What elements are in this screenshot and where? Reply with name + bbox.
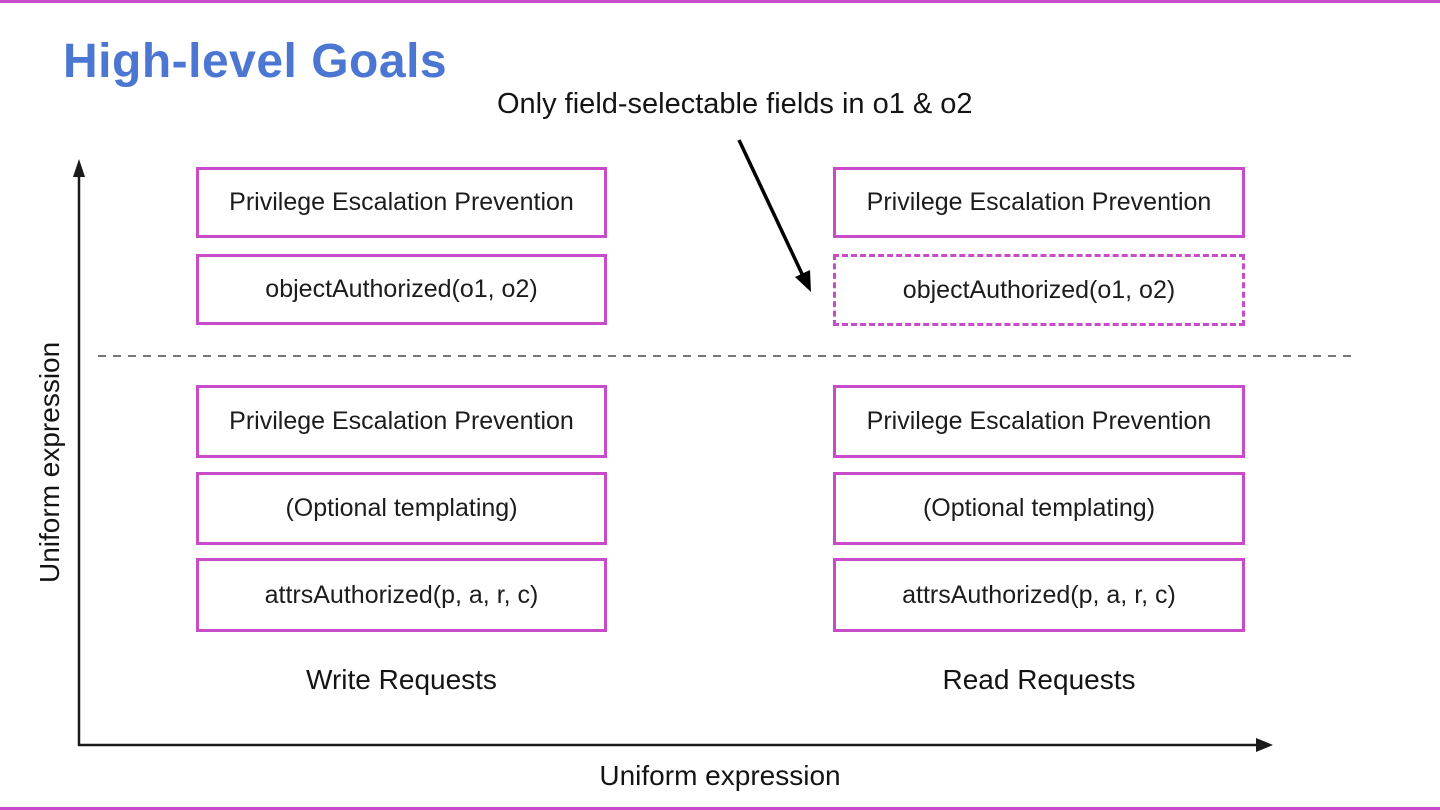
annotation-arrow-line xyxy=(737,139,805,277)
y-axis-arrowhead-icon xyxy=(73,159,85,177)
box-label: (Optional templating) xyxy=(285,494,518,522)
read-top-box-object-authorized-dashed: objectAuthorized(o1, o2) xyxy=(833,254,1245,326)
x-axis-label: Uniform expression xyxy=(599,760,841,791)
box-label: attrsAuthorized(p, a, r, c) xyxy=(902,580,1176,609)
write-bottom-box-privilege-escalation: Privilege Escalation Prevention xyxy=(196,385,607,458)
read-bottom-box-privilege-escalation: Privilege Escalation Prevention xyxy=(833,385,1245,458)
read-top-box-privilege-escalation: Privilege Escalation Prevention xyxy=(833,167,1245,238)
box-label: Privilege Escalation Prevention xyxy=(229,407,574,435)
write-requests-label: Write Requests xyxy=(306,664,497,695)
slide-top-accent-bar xyxy=(0,0,1440,3)
page-title: High-level Goals xyxy=(63,35,448,88)
box-label: objectAuthorized(o1, o2) xyxy=(265,275,538,303)
read-requests-label: Read Requests xyxy=(942,664,1136,695)
y-axis-label: Uniform expression xyxy=(34,341,65,584)
box-label: Privilege Escalation Prevention xyxy=(229,188,574,216)
box-label: (Optional templating) xyxy=(922,494,1156,522)
slide-bottom-accent-bar xyxy=(0,807,1440,810)
annotation-arrowhead-icon xyxy=(795,270,811,292)
read-bottom-box-attrs-authorized: attrsAuthorized(p, a, r, c) xyxy=(833,558,1245,632)
write-bottom-box-optional-templating: (Optional templating) xyxy=(196,472,607,545)
annotation-text: Only field-selectable fields in o1 & o2 xyxy=(497,88,973,120)
write-top-box-privilege-escalation: Privilege Escalation Prevention xyxy=(196,167,607,238)
read-bottom-box-optional-templating: (Optional templating) xyxy=(833,472,1245,545)
box-label: objectAuthorized(o1, o2) xyxy=(902,275,1176,304)
box-label: attrsAuthorized(p, a, r, c) xyxy=(264,580,539,609)
write-bottom-box-attrs-authorized: attrsAuthorized(p, a, r, c) xyxy=(196,558,607,632)
write-top-box-object-authorized: objectAuthorized(o1, o2) xyxy=(196,254,607,325)
box-label: Privilege Escalation Prevention xyxy=(866,407,1212,435)
box-label: Privilege Escalation Prevention xyxy=(866,188,1212,216)
x-axis-arrowhead-icon xyxy=(1256,738,1273,752)
